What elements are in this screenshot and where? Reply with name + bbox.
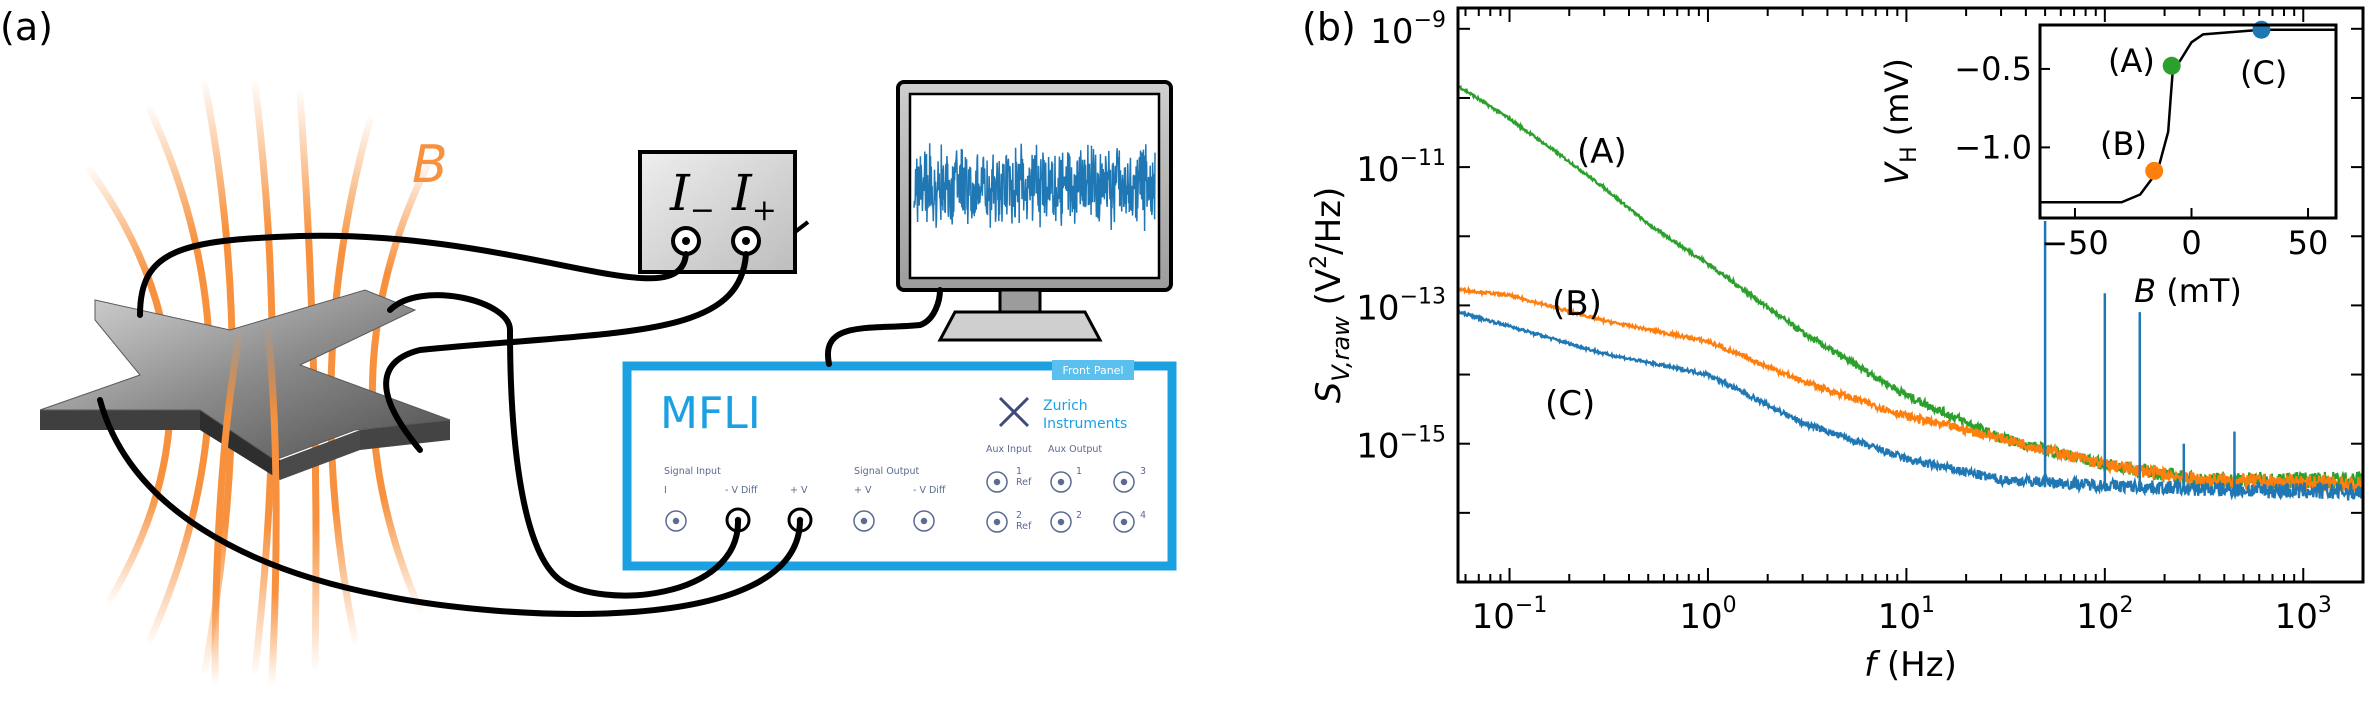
svg-text:2: 2 (1016, 510, 1022, 521)
bnc-port-pin (993, 518, 1001, 526)
panel-b: (b) 10−1 100 101 102 103 10−9 10−11 10−13 10−15 f… (1302, 5, 2365, 685)
axis-ticks (1458, 8, 2364, 583)
hall-cross-sample (39, 289, 451, 480)
source-plus-label: I+ (731, 164, 777, 228)
inset-x-tick-1: −50 (2041, 224, 2109, 262)
field-label: B (412, 135, 448, 195)
x-tick-label-5: 103 (2275, 593, 2332, 637)
cables (97, 232, 943, 617)
bnc-port-pin (993, 478, 1001, 486)
x-tick-label-2: 100 (1679, 593, 1736, 637)
y-tick-label-1: 10−9 (1370, 8, 1446, 52)
inset-frame (2038, 23, 2338, 220)
svg-text:1: 1 (1016, 466, 1022, 477)
svg-text:- V Diff: - V Diff (913, 485, 946, 496)
series-label-3: (C) (1545, 384, 1595, 424)
svg-text:Ref: Ref (1016, 477, 1032, 488)
zurich-logo-icon (998, 396, 1030, 428)
brand-line-1: Zurich (1043, 398, 1088, 414)
psd-plot: 10−1 100 101 102 103 10−9 10−11 10−13 10−15 f (Hz… (1307, 6, 2365, 685)
series-label-1: (A) (1577, 132, 1627, 172)
cable-monitor (824, 287, 943, 367)
y-tick-label-3: 10−13 (1356, 284, 1446, 328)
bnc-port-pin (672, 517, 680, 525)
bnc-port-pin (1057, 518, 1065, 526)
y-tick-label-4: 10−15 (1356, 423, 1446, 467)
hall-voltage-inset: (A) (B) (C) −50 0 50 −0.5 −1.0 B (mT) VH (mV) (1878, 20, 2339, 310)
port-labels: Signal Input I - V Diff + V Signal Outpu… (664, 444, 1146, 532)
bnc-port-pin (1120, 478, 1128, 486)
brand-line-2: Instruments (1043, 416, 1127, 432)
series-2-line (1458, 285, 2363, 495)
inset-marker-3 (2252, 20, 2271, 39)
bnc-port-pin (860, 517, 868, 525)
inset-x-tick-2: 0 (2181, 224, 2201, 262)
field-line-6 (327, 116, 374, 644)
field-lines-front (211, 326, 280, 684)
svg-text:+ V: + V (790, 485, 808, 496)
front-panel-tag: Front Panel (1063, 364, 1124, 377)
svg-text:1: 1 (1076, 466, 1082, 477)
svg-text:Aux Input: Aux Input (986, 444, 1032, 455)
svg-text:3: 3 (1140, 466, 1146, 477)
monitor (896, 80, 1173, 342)
current-source: I− I+ (638, 150, 810, 274)
hall-cross-top (39, 289, 451, 461)
x-axis-label: f (Hz) (1864, 645, 1957, 685)
source-minus-label: I− (669, 164, 715, 228)
inset-marker-1 (2162, 56, 2181, 75)
series-3-line (1458, 309, 2363, 501)
hall-curve (2040, 28, 2336, 204)
x-tick-label-4: 102 (2076, 593, 2133, 637)
y-tick-label-2: 10−11 (1356, 146, 1446, 190)
source-ground-tick (793, 220, 810, 234)
screen-signal-trace (913, 143, 1156, 232)
field-line-7 (368, 156, 434, 614)
series-label-2: (B) (1552, 284, 1602, 324)
x-tick-label-3: 101 (1878, 593, 1935, 637)
inset-y-axis-label: VH (mV) (1878, 58, 1922, 185)
inset-y-tick-2: −1.0 (1954, 128, 2032, 166)
instrument-name: MFLI (660, 388, 761, 439)
panel-a: (a) B I− (0, 5, 1177, 684)
svg-text:Signal Output: Signal Output (854, 466, 919, 477)
inset-marker-label-3: (C) (2240, 54, 2287, 92)
mfli-instrument: Front Panel MFLI Zurich Instruments Sign… (622, 360, 1177, 571)
y-axis-label: SV,raw (V2/Hz) (1307, 187, 1355, 404)
plot-frame (1456, 6, 2365, 584)
svg-text:4: 4 (1140, 510, 1146, 521)
inset-marker-label-2: (B) (2100, 125, 2147, 163)
inset-y-tick-1: −0.5 (1954, 50, 2032, 88)
svg-text:- V Diff: - V Diff (725, 485, 758, 496)
panel-b-label: (b) (1302, 5, 1356, 49)
bnc-port-pin (1120, 518, 1128, 526)
svg-text:+ V: + V (854, 485, 872, 496)
inset-marker-label-1: (A) (2108, 42, 2155, 80)
cable-vdiff (387, 292, 742, 599)
inset-x-tick-3: 50 (2288, 224, 2329, 262)
cable-source-minus (137, 232, 689, 318)
svg-text:2: 2 (1076, 510, 1082, 521)
inset-x-axis-label: B (mT) (2134, 272, 2242, 310)
bnc-port-pin (1057, 478, 1065, 486)
cable-source-plus (383, 251, 749, 453)
svg-text:I: I (664, 485, 667, 496)
panel-a-label: (a) (0, 5, 53, 49)
inset-marker-2 (2145, 161, 2164, 180)
svg-text:Aux Output: Aux Output (1048, 444, 1102, 455)
cable-vplus (97, 397, 803, 617)
svg-text:Ref: Ref (1016, 521, 1032, 532)
bnc-ports (665, 471, 1135, 533)
svg-text:Signal Input: Signal Input (664, 466, 721, 477)
x-tick-label-1: 10−1 (1472, 593, 1548, 637)
psd-traces (1458, 84, 2363, 501)
bnc-port-pin (920, 517, 928, 525)
